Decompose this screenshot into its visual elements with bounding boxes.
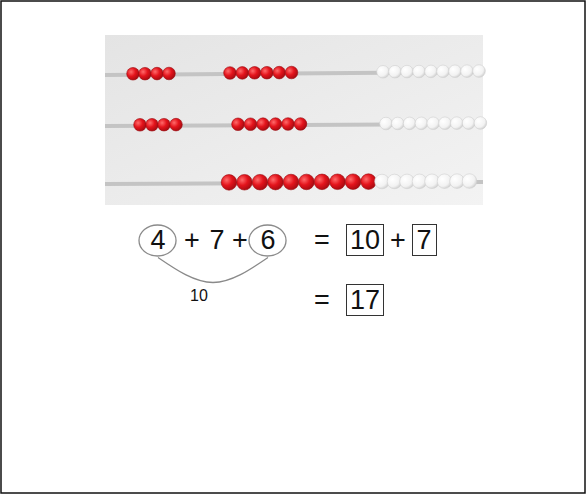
number-text: 7 xyxy=(416,227,431,254)
white-bead xyxy=(451,117,464,130)
red-bead xyxy=(158,118,171,131)
answer-box: 10 xyxy=(346,224,384,256)
white-bead xyxy=(413,65,426,78)
white-bead xyxy=(415,117,428,130)
red-bead xyxy=(163,67,176,80)
white-bead xyxy=(474,117,487,130)
red-bead xyxy=(170,118,183,131)
red-bead xyxy=(330,174,346,190)
equation-symbol: = xyxy=(314,227,330,254)
red-bead xyxy=(294,118,307,131)
red-bead xyxy=(244,118,257,131)
circled-number: 4 xyxy=(138,224,177,257)
white-bead xyxy=(392,117,405,130)
number-text: 10 xyxy=(350,227,380,254)
white-bead xyxy=(389,65,402,78)
red-bead xyxy=(146,118,159,131)
white-bead xyxy=(449,65,462,78)
red-bead xyxy=(314,174,330,190)
number-text: 4 xyxy=(150,227,165,254)
equation-symbol: + xyxy=(390,227,406,254)
white-bead xyxy=(473,65,486,78)
bead-strings xyxy=(105,65,487,190)
red-bead xyxy=(299,174,315,190)
equation-symbol: 7 xyxy=(209,227,224,254)
red-bead xyxy=(261,66,274,79)
answer-box: 7 xyxy=(412,224,437,256)
equation-symbol: + xyxy=(232,227,248,254)
number-text: 17 xyxy=(350,287,380,314)
white-bead xyxy=(401,65,414,78)
red-bead xyxy=(269,118,282,131)
grouping-arc xyxy=(158,258,268,283)
equation-symbol: = xyxy=(314,287,330,314)
white-bead xyxy=(403,117,416,130)
red-bead xyxy=(232,118,245,131)
red-bead xyxy=(257,118,270,131)
red-bead xyxy=(139,67,152,80)
red-bead xyxy=(268,174,284,190)
red-bead xyxy=(224,67,237,80)
red-bead xyxy=(285,66,298,79)
red-bead xyxy=(252,174,268,190)
red-bead xyxy=(151,67,164,80)
white-bead xyxy=(427,117,440,130)
red-bead xyxy=(134,119,147,132)
white-bead xyxy=(437,65,450,78)
white-bead xyxy=(439,117,452,130)
red-bead xyxy=(127,67,140,80)
sum-label: 10 xyxy=(188,288,210,304)
number-text: 6 xyxy=(260,227,275,254)
bead-photo xyxy=(105,35,483,205)
white-bead xyxy=(380,117,393,130)
white-bead xyxy=(425,65,438,78)
panel-border xyxy=(1,1,585,493)
white-bead xyxy=(461,65,474,78)
red-bead xyxy=(237,174,253,190)
red-bead xyxy=(345,174,361,190)
answer-box: 17 xyxy=(346,284,384,316)
white-bead xyxy=(377,65,390,78)
red-bead xyxy=(282,118,295,131)
red-bead xyxy=(236,67,249,80)
equation-symbol: + xyxy=(184,227,200,254)
red-bead xyxy=(273,66,286,79)
red-bead xyxy=(283,174,299,190)
white-bead xyxy=(462,174,477,189)
red-bead xyxy=(248,67,261,80)
red-bead xyxy=(361,174,377,190)
red-bead xyxy=(221,175,237,191)
circled-number: 6 xyxy=(248,224,287,257)
white-bead xyxy=(462,117,475,130)
